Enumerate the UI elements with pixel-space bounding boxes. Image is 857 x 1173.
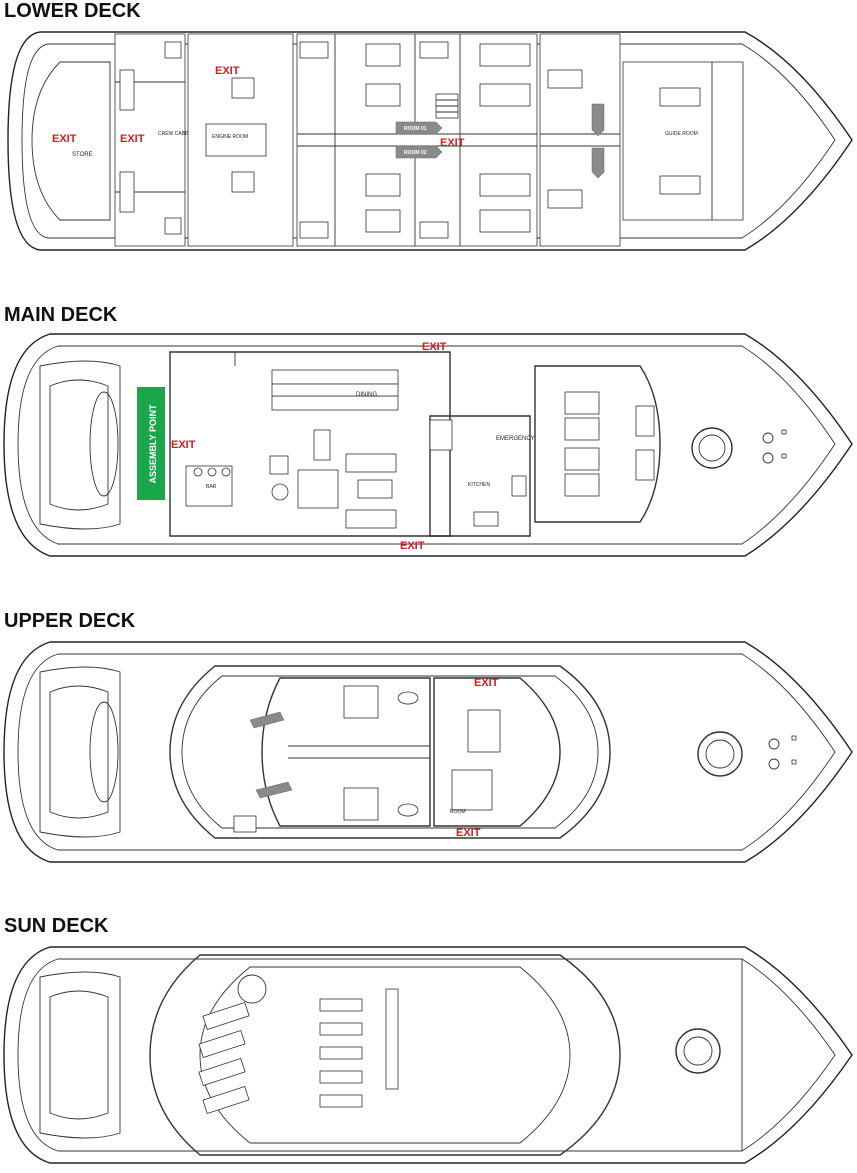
room-02-tag: ROOM 02 <box>395 145 443 159</box>
sun-deck-hull <box>3 946 853 1164</box>
sun-bow-fittings <box>675 959 743 1151</box>
sun-loungers <box>198 974 399 1114</box>
main-bow-fittings <box>691 427 787 469</box>
lower-exit-crew: EXIT <box>120 133 145 145</box>
sun-deck-deck-area <box>149 954 621 1156</box>
upper-bow-fittings <box>697 731 797 777</box>
lower-exit-center: EXIT <box>440 137 465 149</box>
assembly-point: ASSEMBLY POINT <box>137 387 165 500</box>
upper-exit-bottom: EXIT <box>456 827 481 839</box>
guest-cabins <box>296 33 538 247</box>
upper-deck-plan: ROOM EXIT EXIT <box>3 641 853 863</box>
upper-superstructure <box>169 665 611 839</box>
upper-room-tag-a <box>249 711 285 729</box>
guide-room-label: GUIDE ROOM <box>665 131 698 137</box>
lower-stair <box>435 93 459 119</box>
engine-room-label: ENGINE ROOM <box>212 134 248 140</box>
main-deck-plan: ASSEMBLY POINT EXIT BAR DINING KITCHEN E… <box>3 333 853 557</box>
room-01-tag: ROOM 01 <box>395 121 443 135</box>
main-exit-aft: EXIT <box>171 439 196 451</box>
main-forward-cabins <box>534 365 661 523</box>
emergency-label: EMERGENCY <box>496 436 535 442</box>
upper-deck-hull <box>3 641 853 863</box>
dining-table: DINING <box>271 369 399 411</box>
upper-cabins <box>233 677 431 833</box>
svg-text:ROOM: ROOM <box>450 809 466 815</box>
svg-text:ROOM 02: ROOM 02 <box>404 150 427 156</box>
sun-deck-title: SUN DECK <box>4 915 109 937</box>
upper-exit-top: EXIT <box>474 677 499 689</box>
kitchen: KITCHEN <box>429 415 531 537</box>
lower-exit-engine: EXIT <box>215 65 240 77</box>
lounge <box>269 429 397 529</box>
wheelhouse: ROOM <box>433 677 561 827</box>
upper-deck-title: UPPER DECK <box>4 610 136 632</box>
forward-cabins <box>539 33 621 247</box>
lower-deck-title: LOWER DECK <box>4 0 141 22</box>
svg-text:BAR: BAR <box>206 484 217 490</box>
sun-aft-seating <box>39 971 121 1139</box>
main-exit-top: EXIT <box>422 341 447 353</box>
store-area <box>31 61 111 221</box>
guide-room <box>622 61 744 221</box>
svg-text:ROOM 01: ROOM 01 <box>404 126 427 132</box>
svg-text:KITCHEN: KITCHEN <box>468 482 490 488</box>
main-deck-title: MAIN DECK <box>4 304 118 326</box>
upper-aft-seating <box>39 666 121 838</box>
lower-exit-store: EXIT <box>52 133 77 145</box>
main-exit-bottom: EXIT <box>400 540 425 552</box>
sun-deck-plan <box>3 946 853 1164</box>
lower-deck-plan: EXIT STORE EXIT CREW CABIN EXIT ENGINE R… <box>7 31 853 251</box>
store-label: STORE <box>72 152 93 158</box>
crew-cabin-label: CREW CABIN <box>158 131 190 137</box>
saloon: BAR <box>169 351 451 537</box>
upper-room-tag-b <box>255 781 293 799</box>
main-aft-seating <box>39 360 121 530</box>
svg-text:DINING: DINING <box>356 392 377 398</box>
svg-text:ASSEMBLY POINT: ASSEMBLY POINT <box>148 404 158 484</box>
